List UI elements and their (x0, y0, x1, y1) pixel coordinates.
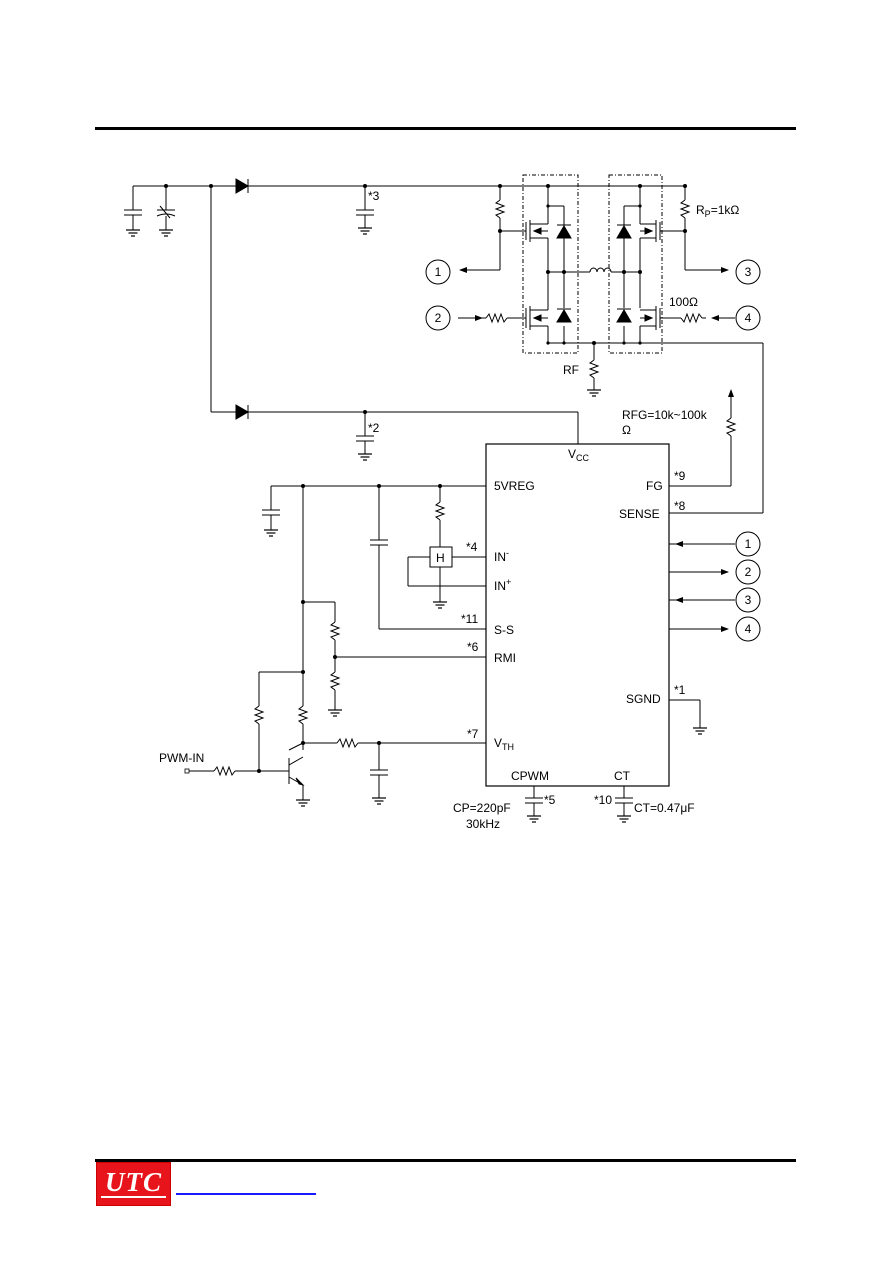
rfg-label-line2: Ω (622, 423, 631, 437)
pin-rmi-note: *6 (467, 640, 479, 654)
footer-rule (95, 1159, 796, 1162)
connector-4-right: 4 (745, 311, 752, 325)
utc-logo-underline (101, 1196, 166, 1198)
pin-vth-note: *7 (467, 727, 479, 741)
pin-sgnd: SGND (626, 692, 661, 706)
pin-ct: CT (614, 769, 631, 783)
cp-label-line1: CP=220pF (453, 801, 511, 815)
website-link[interactable] (176, 1193, 316, 1195)
pin-vcc: VCC (568, 447, 590, 463)
hall-element-label: H (436, 551, 445, 565)
cap2-label: *2 (368, 421, 380, 435)
pin-vth: VTH (494, 736, 514, 752)
rfg-label-line1: RFG=10k~100k (622, 408, 708, 422)
pin-cpwm: CPWM (511, 769, 549, 783)
pin-5vreg: 5VREG (494, 479, 535, 493)
connector-3-right: 3 (745, 265, 752, 279)
pin-fg-note: *9 (674, 469, 686, 483)
pin-in-minus-note: *4 (466, 540, 478, 554)
connector-2-left: 2 (435, 311, 442, 325)
ct-value-label: CT=0.47μF (634, 801, 695, 815)
header-rule (95, 127, 796, 130)
pin-in-minus: IN- (494, 548, 509, 564)
pin-ct-note: *10 (594, 793, 612, 807)
pin-sgnd-note: *1 (674, 683, 686, 697)
connector-1-chip: 1 (745, 537, 752, 551)
r100-label: 100Ω (669, 295, 698, 309)
connector-4-chip: 4 (745, 622, 752, 636)
rf-label: RF (563, 363, 579, 377)
pin-fg: FG (646, 479, 663, 493)
connector-1-left: 1 (435, 265, 442, 279)
rp-label: RP=1kΩ (696, 203, 739, 219)
pin-cpwm-note: *5 (544, 793, 556, 807)
connector-2-chip: 2 (745, 565, 752, 579)
cp-label-line2: 30kHz (466, 817, 500, 831)
cap3-label: *3 (368, 189, 380, 203)
connector-3-chip: 3 (745, 593, 752, 607)
pin-in-plus: IN+ (494, 577, 511, 593)
utc-logo-text: UTC (105, 1167, 162, 1197)
pin-s-s-note: *11 (461, 612, 478, 626)
pin-s-s: S-S (494, 623, 514, 637)
pin-sense: SENSE (619, 507, 660, 521)
utc-logo: UTC (96, 1162, 171, 1206)
pwm-in-label: PWM-IN (159, 751, 204, 765)
pin-rmi: RMI (494, 651, 516, 665)
pin-sense-note: *8 (674, 499, 686, 513)
